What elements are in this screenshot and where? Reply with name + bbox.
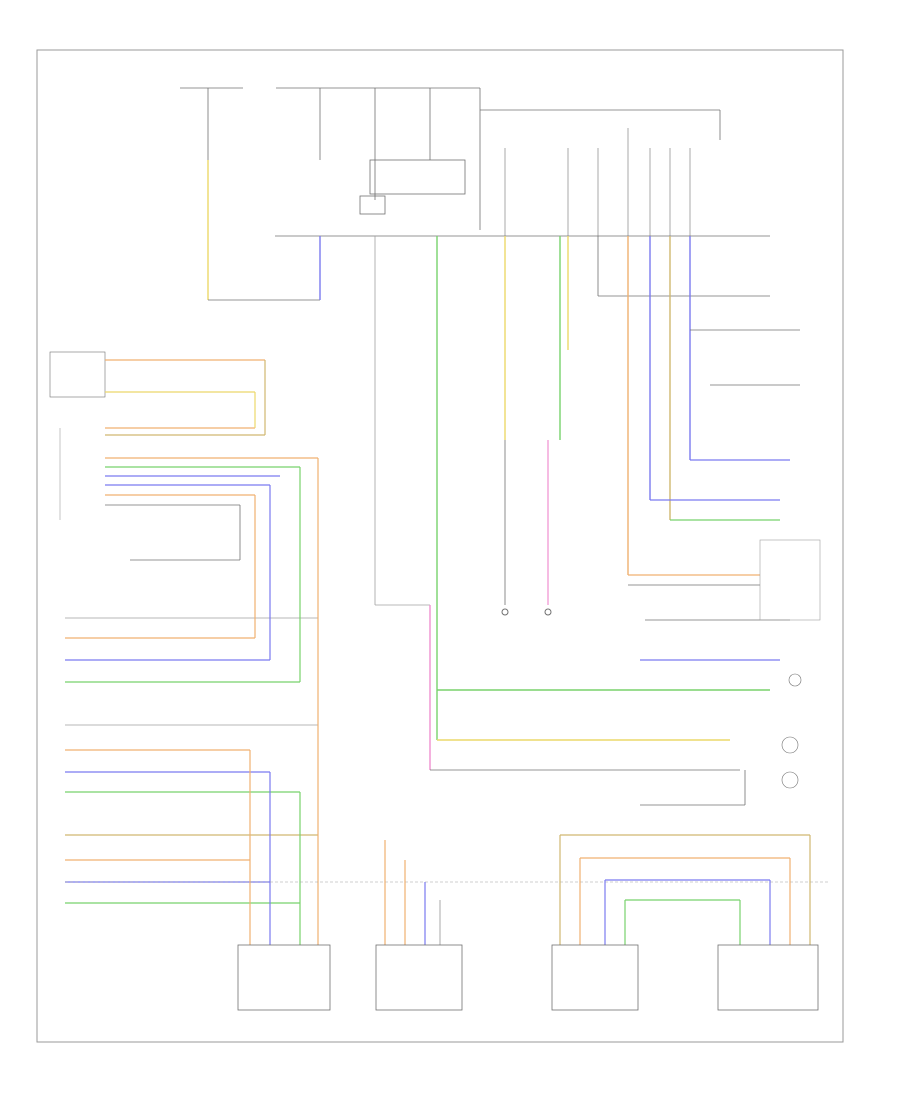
lamp-boxes [237, 944, 819, 1011]
left-rear-lamp [375, 944, 463, 1011]
right-rear-lamp [551, 944, 639, 1011]
center-switches [501, 440, 552, 616]
bottom-right-wires [384, 834, 811, 945]
right-switch-area [430, 329, 821, 806]
right-front-lamp [717, 944, 819, 1011]
diagram-frame [36, 49, 844, 1043]
left-module [49, 351, 318, 561]
left-lamp-wires [65, 458, 319, 945]
top-right-tags [504, 128, 691, 236]
bus-drops [207, 160, 770, 770]
rear-courtesy-lamp [237, 944, 331, 1011]
top-fuse-area [180, 87, 721, 230]
